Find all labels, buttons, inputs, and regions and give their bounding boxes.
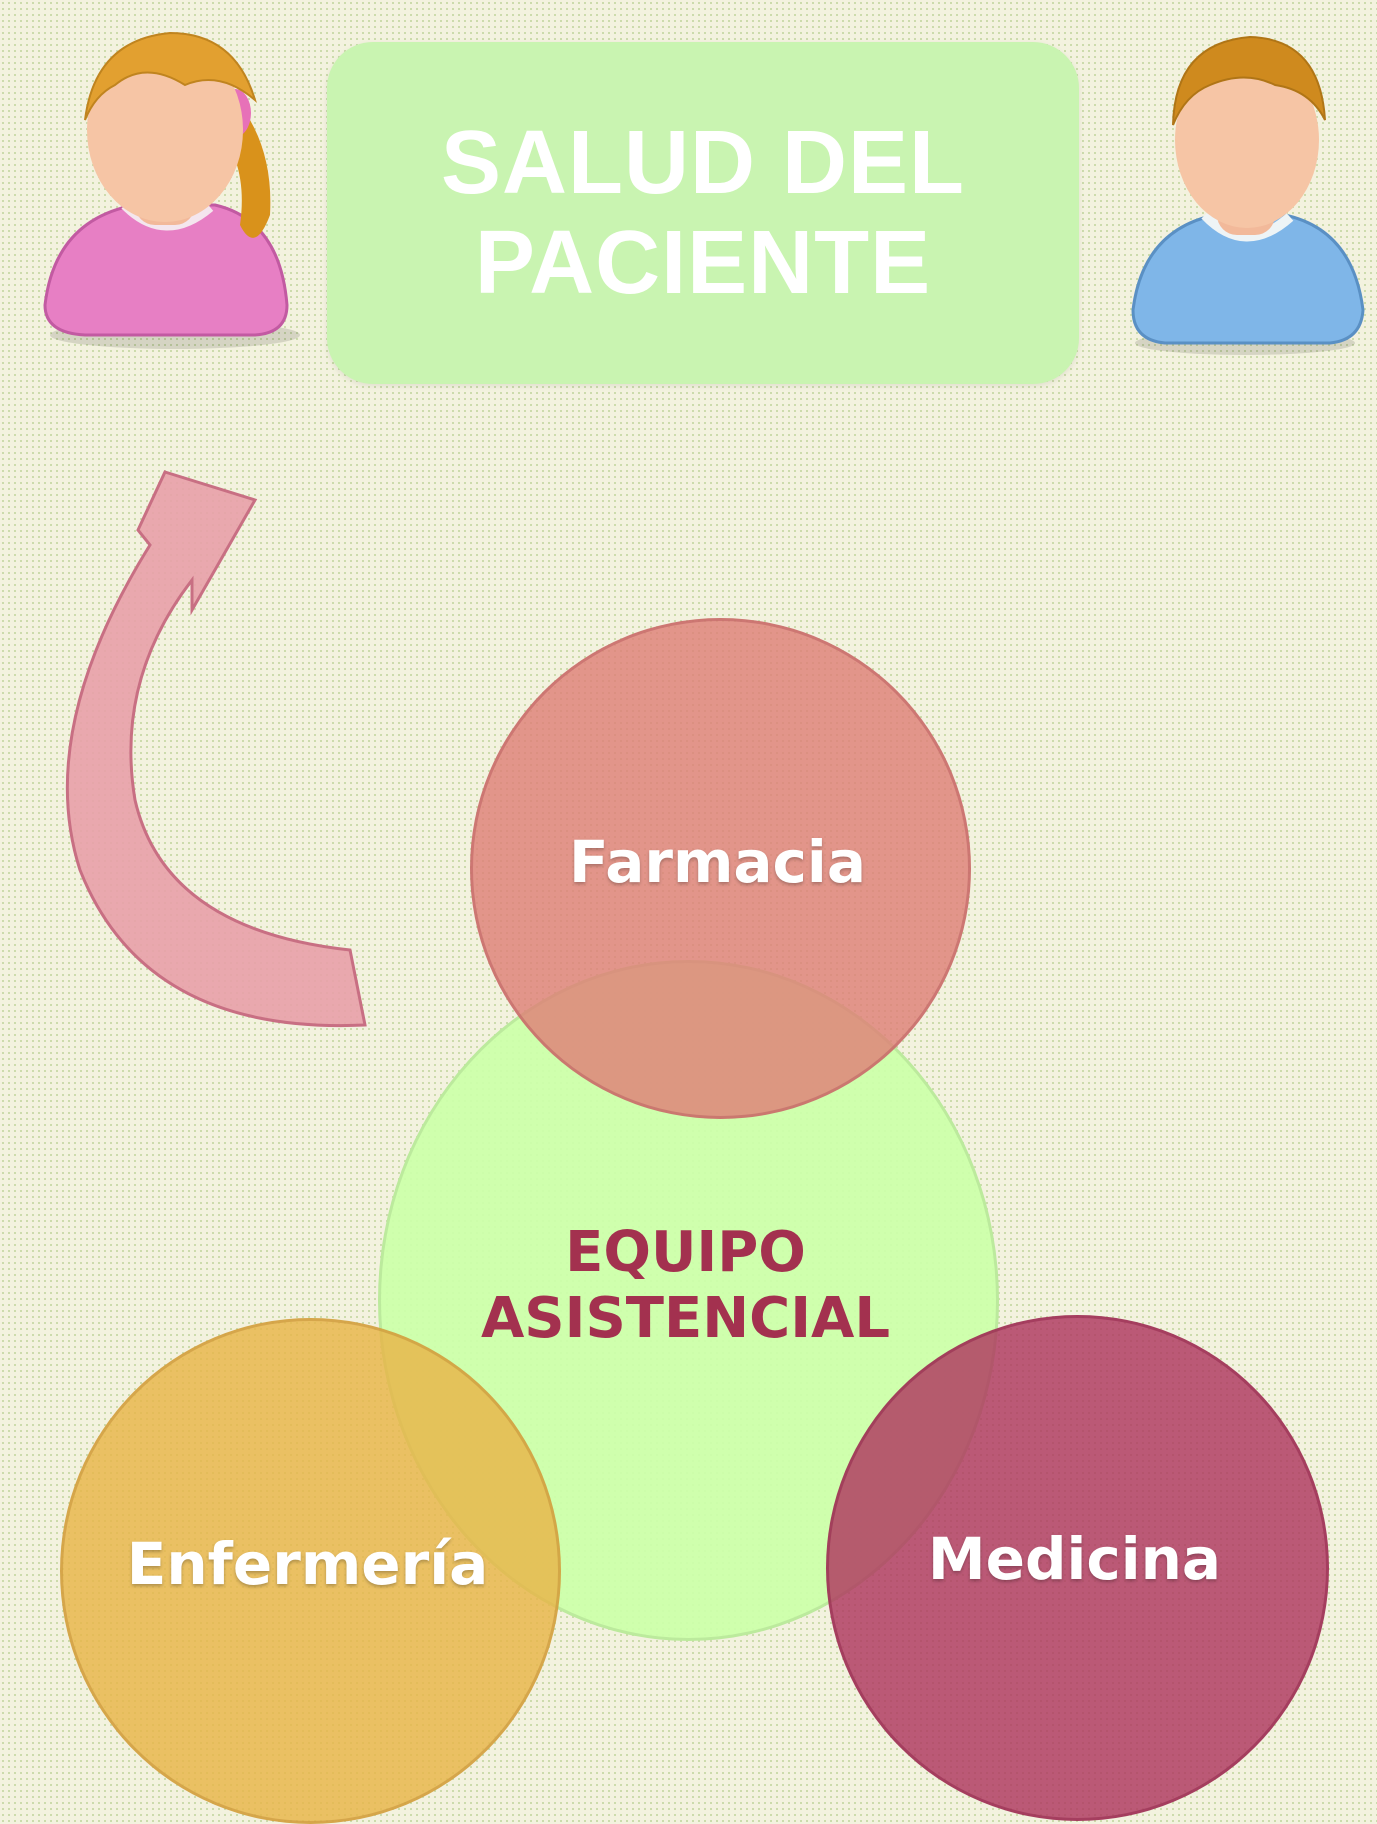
title-line-2: PACIENTE (474, 213, 932, 313)
center-label-line-1: EQUIPO (565, 1220, 806, 1285)
medicina-circle (826, 1315, 1329, 1821)
medicina-label: Medicina (927, 1525, 1222, 1593)
farmacia-circle (470, 618, 971, 1119)
title-line-1: SALUD DEL (441, 113, 965, 213)
female-patient-icon (43, 31, 300, 349)
enfermeria-circle (60, 1318, 561, 1824)
title-box: SALUD DEL PACIENTE (327, 42, 1079, 384)
farmacia-label: Farmacia (569, 828, 866, 896)
male-patient-icon (1131, 35, 1365, 355)
center-label: EQUIPO ASISTENCIAL (378, 1220, 993, 1352)
curved-arrow-icon (65, 470, 367, 1028)
center-label-line-2: ASISTENCIAL (480, 1286, 891, 1351)
enfermeria-label: Enfermería (126, 1530, 489, 1598)
